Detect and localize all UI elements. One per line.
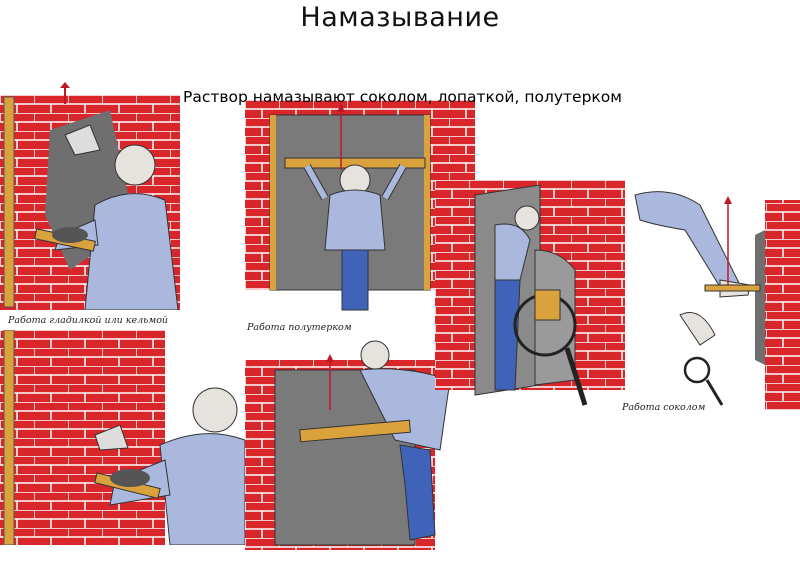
slide-title: Намазывание	[300, 2, 500, 33]
illustration-hawk: Работа соколом	[622, 185, 800, 413]
slide-subtitle: Раствор намазывают соколом, лопаткой, по…	[183, 88, 622, 106]
illustration-float-top: Работа полутерком	[245, 100, 475, 333]
caption-trowel: Работа гладилкой или кельмой	[8, 315, 169, 326]
illustration-hawk-wall	[435, 180, 625, 415]
illustration-trowel-top: Работа гладилкой или кельмой	[0, 95, 180, 326]
caption-float: Работа полутерком	[247, 322, 352, 333]
illustration-float-bottom	[245, 340, 470, 550]
caption-hawk: Работа соколом	[622, 402, 706, 413]
illustration-trowel-bottom	[0, 330, 245, 545]
arrow-up	[60, 82, 70, 104]
